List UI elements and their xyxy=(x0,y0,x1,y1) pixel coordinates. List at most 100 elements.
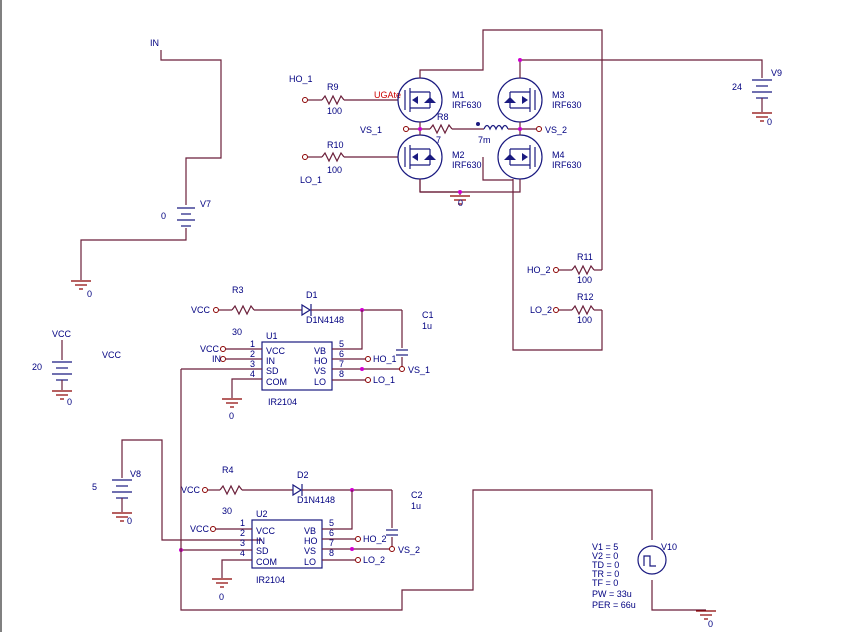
net-label-vcc-r3: VCC xyxy=(191,305,211,315)
capacitor-c1 xyxy=(396,349,408,356)
resistor-r9 xyxy=(321,94,345,106)
d1-name: D1 xyxy=(306,290,318,300)
vcc-source-value: 20 xyxy=(32,362,42,372)
inductor-dot xyxy=(476,122,480,126)
resistor-r4 xyxy=(219,484,243,496)
c2-value: 1u xyxy=(411,501,421,511)
u2-name: U2 xyxy=(256,509,268,519)
ground-u2: 0 xyxy=(212,578,232,602)
net-label-vs-1: VS_1 xyxy=(360,125,382,135)
ground-bridge: 0 xyxy=(450,195,470,208)
port-vs-1 xyxy=(403,126,409,132)
d1-part: D1N4148 xyxy=(306,315,344,325)
inductor-l1 xyxy=(483,124,509,131)
resistor-r12 xyxy=(571,304,595,316)
m4-name: M4 xyxy=(552,150,565,160)
svg-text:VS: VS xyxy=(314,366,326,376)
ground-u1: 0 xyxy=(222,398,242,421)
net-label-vcc-r4: VCC xyxy=(181,485,201,495)
ground-v10-label: 0 xyxy=(708,619,713,629)
r11-value: 100 xyxy=(577,275,592,285)
v8-name: V8 xyxy=(130,469,141,479)
mosfet-m4 xyxy=(497,134,543,180)
svg-text:HO: HO xyxy=(314,356,328,366)
net-label-ugate: UGAte xyxy=(374,90,401,100)
svg-text:TF = 0: TF = 0 xyxy=(592,578,618,588)
svg-text:IN: IN xyxy=(256,536,265,546)
v10-params: V1 = 5 V2 = 0 TD = 0 TR = 0 TF = 0 PW = … xyxy=(592,542,636,610)
r3-value: 30 xyxy=(232,327,242,337)
source-v7: V7 0 xyxy=(80,50,222,280)
svg-text:5: 5 xyxy=(339,339,344,349)
net-label-lo-2-u2: LO_2 xyxy=(363,555,385,565)
u1-part: IR2104 xyxy=(268,397,297,407)
ground-u1-label: 0 xyxy=(229,411,234,421)
svg-text:6: 6 xyxy=(339,349,344,359)
r11-name: R11 xyxy=(577,252,593,262)
u2-part: IR2104 xyxy=(256,575,285,585)
v7-name: V7 xyxy=(200,199,211,209)
svg-text:PW = 33u: PW = 33u xyxy=(592,589,632,599)
svg-text:VS: VS xyxy=(304,546,316,556)
svg-text:TR = 0: TR = 0 xyxy=(592,569,619,579)
net-label-vcc-power: VCC xyxy=(52,329,72,339)
port-vs-2 xyxy=(536,126,542,132)
ground-v7: 0 xyxy=(71,280,92,299)
svg-text:SD: SD xyxy=(256,546,269,556)
net-label-vcc-u1: VCC xyxy=(200,344,220,354)
resistor-r10 xyxy=(321,151,345,163)
m3-name: M3 xyxy=(552,90,565,100)
c1-name: C1 xyxy=(422,310,434,320)
net-label-ho-2: HO_2 xyxy=(527,265,551,275)
c1-value: 1u xyxy=(422,321,432,331)
svg-text:4: 4 xyxy=(250,369,255,379)
net-label-vs-2: VS_2 xyxy=(545,125,567,135)
r12-value: 100 xyxy=(577,315,592,325)
m1-name: M1 xyxy=(452,90,465,100)
net-label-vs-2-u2: VS_2 xyxy=(398,545,420,555)
v9-value: 24 xyxy=(732,82,742,92)
m3-part: IRF630 xyxy=(552,100,582,110)
net-label-lo-1-u1: LO_1 xyxy=(373,375,395,385)
r12-name: R12 xyxy=(577,292,594,302)
svg-text:VB: VB xyxy=(314,346,326,356)
svg-text:4: 4 xyxy=(240,548,245,558)
v10-name: V10 xyxy=(661,542,677,552)
r4-value: 30 xyxy=(222,506,232,516)
svg-text:1: 1 xyxy=(240,518,245,528)
svg-text:IN: IN xyxy=(266,356,275,366)
resistor-r11 xyxy=(571,264,595,276)
net-label-vs-1-u1: VS_1 xyxy=(408,365,430,375)
net-label-vcc: VCC xyxy=(102,350,122,360)
net-label-ho-1: HO_1 xyxy=(289,74,313,84)
capacitor-c2 xyxy=(386,529,398,536)
d2-part: D1N4148 xyxy=(297,495,335,505)
u1-name: U1 xyxy=(266,331,278,341)
source-v9: V9 24 xyxy=(732,68,782,112)
svg-text:SD: SD xyxy=(266,366,279,376)
inductor-value: 7m xyxy=(478,135,491,145)
net-label-ho-2-u2: HO_2 xyxy=(363,534,387,544)
source-vcc: 20 xyxy=(32,340,72,390)
net-label-lo-2: LO_2 xyxy=(530,305,552,315)
svg-text:2: 2 xyxy=(250,349,255,359)
d2-name: D2 xyxy=(297,470,309,480)
port-lo-1 xyxy=(302,154,308,160)
m2-name: M2 xyxy=(452,150,465,160)
r8-value: 7 xyxy=(436,135,441,145)
svg-text:V1 = 5: V1 = 5 xyxy=(592,542,618,552)
ground-v9: 0 xyxy=(752,112,772,127)
svg-text:PER = 66u: PER = 66u xyxy=(592,600,636,610)
svg-text:COM: COM xyxy=(256,557,277,567)
r9-value: 100 xyxy=(327,106,342,116)
net-label-vcc-u2: VCC xyxy=(190,524,210,534)
net-label-in: IN xyxy=(150,38,159,48)
r10-name: R10 xyxy=(327,140,344,150)
svg-text:VCC: VCC xyxy=(266,346,286,356)
svg-text:VCC: VCC xyxy=(256,526,276,536)
r10-value: 100 xyxy=(327,165,342,175)
driver-u1: U1 IR2104 VCC IN SD COM VB HO VS LO 1 2 … xyxy=(250,331,344,407)
source-v10: V10 xyxy=(637,542,677,575)
svg-text:8: 8 xyxy=(329,548,334,558)
